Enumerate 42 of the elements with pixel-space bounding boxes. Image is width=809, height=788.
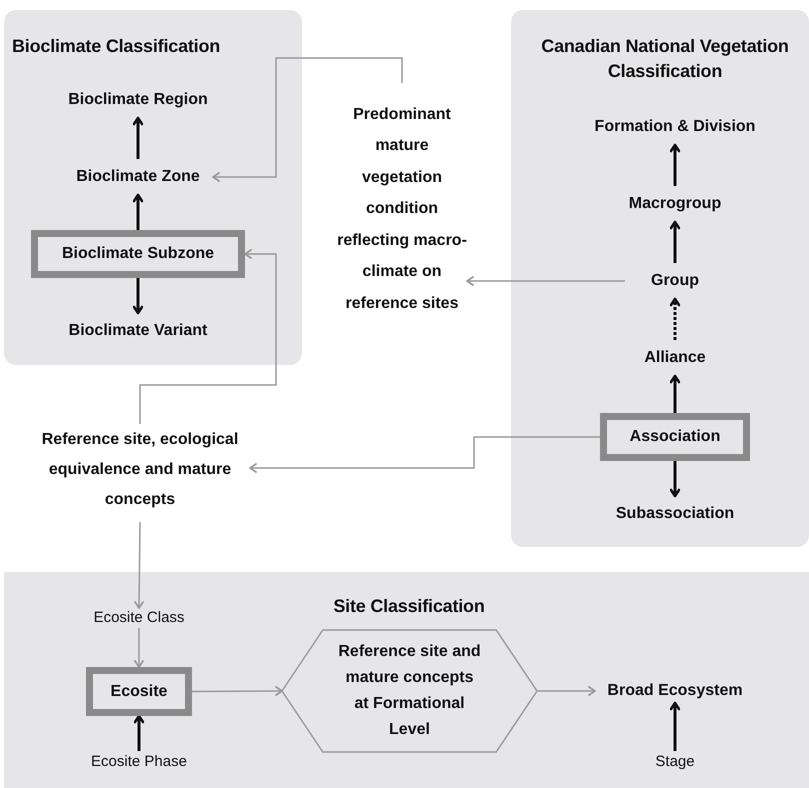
connector-arrow [466,276,625,286]
node-label: Bioclimate Region [68,90,208,110]
arrow [670,461,680,498]
node-label: Macrogroup [628,194,722,214]
connector-arrow [249,436,600,473]
node-label: Ecosite Phase [91,752,187,772]
classification-panel [4,10,302,365]
connector-arrow [134,522,144,609]
panel-heading: Bioclimate Classification [12,35,222,58]
arrow [670,144,680,186]
connector-arrow [134,628,144,668]
node-label: Bioclimate Zone [76,167,200,187]
level-box: Association [600,413,750,461]
arrow [132,194,144,230]
classification-panel [511,10,809,547]
node-label: Reference site, ecological equivalence and mature concepts [40,430,240,510]
connector-arrow [139,249,277,424]
arrow [670,220,680,263]
connector-arrow [212,57,403,182]
arrow [670,298,680,340]
classification-panel [4,572,809,788]
node-label: Formation & Division [594,117,756,137]
node-label: Predominant mature vegetation condition reflecting macro-climate on reference sites [337,104,467,314]
node-label: Alliance [644,348,706,368]
connector-arrow [192,686,283,696]
node-label: Reference site and mature concepts at Formational Level [337,642,482,740]
node-label: Group [651,271,699,291]
level-box: Ecosite [86,667,192,716]
panel-heading: Canadian National Vegetation Classification [540,35,790,83]
arrow [134,714,144,751]
node-label: Ecosite Class [94,608,184,628]
panel-heading: Site Classification [332,595,486,618]
arrow [132,278,144,314]
node-label: Bioclimate Variant [68,321,208,341]
node-label: Stage [655,752,695,772]
arrow [670,374,680,413]
node-label: Subassociation [616,504,734,524]
node-label: Broad Ecosystem [607,681,743,701]
level-box: Bioclimate Subzone [31,230,245,278]
arrow [132,116,144,159]
connector-arrow [537,686,596,696]
arrow [670,702,680,751]
